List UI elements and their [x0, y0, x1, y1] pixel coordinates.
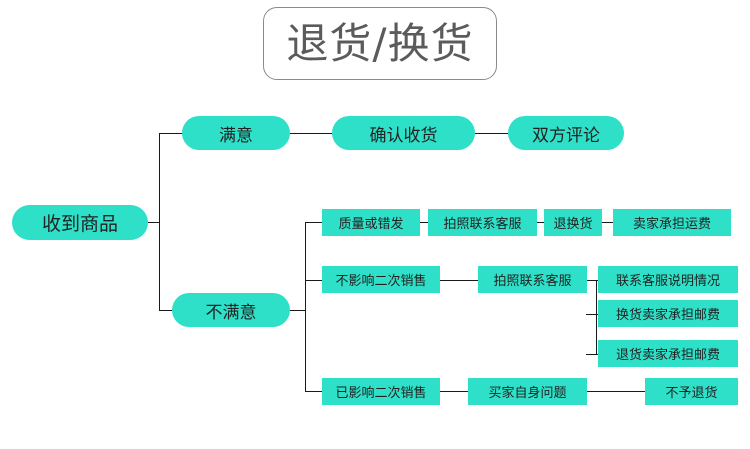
- node-branch1-result-label: 退换货: [553, 217, 593, 232]
- node-confirm-receipt[interactable]: 确认收货: [332, 116, 475, 150]
- node-branch1-cause[interactable]: 质量或错发: [322, 209, 420, 236]
- diagram-title-text: 退货/换货: [286, 18, 474, 68]
- node-branch1-action-label: 拍照联系客服: [443, 217, 522, 232]
- node-branch1-cause-label: 质量或错发: [338, 217, 404, 232]
- node-branch1-outcome-label: 卖家承担运费: [632, 217, 711, 232]
- connector-b3-action-outcome: [587, 391, 645, 392]
- node-branch2-outcome-3[interactable]: 退货卖家承担邮费: [598, 340, 738, 367]
- node-branch2-action-label: 拍照联系客服: [493, 274, 572, 289]
- node-branch2-cause-label: 不影响二次销售: [335, 274, 427, 289]
- node-branch2-action[interactable]: 拍照联系客服: [478, 266, 587, 293]
- connector-b2-to-outcome-3: [586, 354, 599, 355]
- node-satisfied-label: 满意: [219, 125, 253, 146]
- node-root[interactable]: 收到商品: [12, 205, 148, 240]
- node-mutual-review[interactable]: 双方评论: [508, 116, 624, 150]
- connector-level2-trunk: [305, 222, 306, 392]
- connector-root-stub: [148, 222, 160, 223]
- node-unsatisfied[interactable]: 不满意: [172, 293, 290, 327]
- node-mutual-review-label: 双方评论: [532, 125, 600, 146]
- node-branch2-outcome-1[interactable]: 联系客服说明情况: [598, 266, 738, 293]
- connector-b2-to-outcome-2: [586, 314, 599, 315]
- node-branch3-action-label: 买家自身问题: [488, 386, 567, 401]
- diagram-title-box: 退货/换货: [263, 7, 497, 80]
- node-branch1-action[interactable]: 拍照联系客服: [428, 209, 537, 236]
- connector-b1-action-result: [537, 222, 545, 223]
- node-branch3-cause-label: 已影响二次销售: [335, 386, 427, 401]
- connector-b2-cause-action: [440, 280, 478, 281]
- connector-b3-cause-action: [440, 391, 468, 392]
- node-branch2-cause[interactable]: 不影响二次销售: [322, 266, 440, 293]
- connector-to-unsatisfied: [159, 310, 173, 311]
- connector-b1-cause-action: [420, 222, 429, 223]
- node-branch2-outcome-2-label: 换货卖家承担邮费: [615, 308, 720, 323]
- connector-confirm-to-review: [475, 133, 508, 134]
- node-branch2-outcome-1-label: 联系客服说明情况: [615, 274, 720, 289]
- node-branch2-outcome-3-label: 退货卖家承担邮费: [615, 348, 720, 363]
- node-branch3-outcome[interactable]: 不予退货: [645, 378, 738, 405]
- node-branch1-result[interactable]: 退换货: [544, 209, 602, 236]
- connector-b2-action-trunk: [587, 280, 597, 281]
- connector-b2-to-outcome-1: [596, 280, 599, 281]
- node-satisfied[interactable]: 满意: [182, 116, 290, 150]
- node-branch3-cause[interactable]: 已影响二次销售: [322, 378, 440, 405]
- node-branch3-action[interactable]: 买家自身问题: [468, 378, 587, 405]
- connector-to-satisfied: [159, 133, 183, 134]
- connector-level1-trunk: [159, 133, 160, 311]
- node-unsatisfied-label: 不满意: [205, 302, 257, 323]
- connector-b2-outcome-trunk: [596, 280, 597, 354]
- connector-satisfied-to-confirm: [290, 133, 332, 134]
- node-confirm-receipt-label: 确认收货: [369, 125, 438, 146]
- connector-to-branch2: [305, 280, 323, 281]
- node-branch2-outcome-2[interactable]: 换货卖家承担邮费: [598, 300, 738, 327]
- connector-b1-result-outcome: [602, 222, 613, 223]
- connector-unsatisfied-stub: [290, 310, 306, 311]
- node-root-label: 收到商品: [41, 213, 118, 235]
- connector-to-branch3: [305, 391, 323, 392]
- node-branch1-outcome[interactable]: 卖家承担运费: [613, 209, 731, 236]
- connector-to-branch1: [305, 222, 323, 223]
- node-branch3-outcome-label: 不予退货: [665, 386, 718, 401]
